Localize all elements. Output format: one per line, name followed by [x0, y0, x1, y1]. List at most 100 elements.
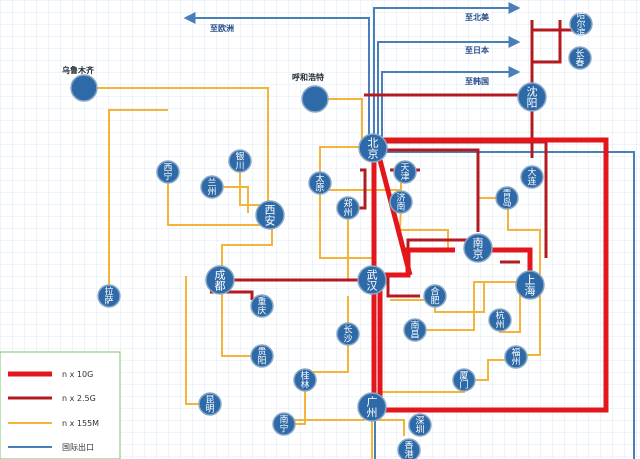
node-shenzhen-char-1: 圳	[415, 425, 424, 436]
node-xining-circle	[156, 160, 180, 184]
node-xining-char-1: 宁	[163, 171, 172, 183]
node-dalian-circle	[520, 165, 544, 189]
node-changchun-circle	[568, 46, 592, 70]
node-lanzhou: 兰州	[200, 175, 224, 199]
node-urumqi-circle	[70, 74, 98, 102]
node-jinan-char-1: 南	[396, 201, 405, 213]
node-hongkong-char-1: 港	[404, 449, 413, 459]
node-tianjin: 天津	[393, 160, 417, 184]
node-hefei-char-0: 合	[430, 286, 439, 298]
node-taiyuan-circle	[308, 171, 332, 195]
node-guangzhou-circle	[357, 392, 387, 422]
node-tianjin-circle	[393, 160, 417, 184]
node-shanghai-circle	[515, 270, 545, 300]
legend-label-10g: n x 10G	[62, 370, 93, 379]
node-lanzhou-char-1: 州	[207, 187, 216, 198]
node-hangzhou-char-1: 州	[495, 320, 504, 331]
node-qingdao: 青岛	[495, 186, 519, 210]
node-zhengzhou: 郑州	[336, 196, 360, 220]
node-zhengzhou-circle	[336, 196, 360, 220]
legend-box	[0, 351, 121, 459]
node-xian: 西安	[255, 200, 285, 230]
node-fuzhou-char-1: 州	[511, 357, 520, 368]
node-guangzhou: 广州	[357, 392, 387, 422]
legend-label-2-5g: n x 2.5G	[62, 394, 96, 403]
exit-label-korea: 至韩国	[465, 76, 489, 86]
node-hefei-circle	[423, 284, 447, 308]
node-kunming-char-1: 明	[205, 404, 214, 415]
node-beijing-circle	[358, 133, 388, 163]
node-qingdao-char-1: 岛	[502, 197, 511, 209]
outer-labels: 乌鲁木齐 呼和浩特	[62, 65, 324, 82]
node-nanjing: 南京	[463, 233, 493, 263]
outer-label-urumqi: 乌鲁木齐	[62, 65, 95, 75]
node-changsha-circle	[336, 322, 360, 346]
node-hohhot	[301, 85, 329, 113]
node-taiyuan-char-1: 原	[315, 183, 324, 194]
node-lanzhou-circle	[200, 175, 224, 199]
node-jinan-char-0: 济	[396, 192, 405, 204]
node-wuhan-char-0: 武	[367, 269, 378, 282]
node-hefei: 合肥	[423, 284, 447, 308]
node-taiyuan: 太原	[308, 171, 332, 195]
node-nanchang-char-0: 南	[410, 320, 419, 332]
node-nanchang-circle	[403, 318, 427, 342]
node-hongkong-char-0: 香	[404, 441, 413, 452]
legend-label-intl: 国际出口	[62, 442, 94, 452]
node-chongqing-char-0: 重	[257, 296, 266, 308]
node-harbin: 哈尔滨	[569, 9, 593, 39]
node-yinchuan-char-1: 川	[235, 162, 244, 172]
node-qingdao-circle	[495, 186, 519, 210]
node-tianjin-char-1: 津	[400, 172, 409, 183]
legend: n x 10G n x 2.5G n x 155M 国际出口	[0, 351, 121, 459]
node-shanghai-char-1: 海	[525, 284, 536, 298]
node-hongkong: 香港	[397, 438, 421, 459]
node-jinan: 济南	[389, 190, 413, 214]
node-wuhan: 武汉	[357, 265, 387, 295]
node-xian-char-1: 安	[265, 214, 276, 228]
node-hangzhou: 杭州	[488, 308, 512, 332]
node-xiamen-circle	[452, 368, 476, 392]
node-wuhan-circle	[357, 265, 387, 295]
node-changsha: 长沙	[336, 322, 360, 346]
node-dalian: 大连	[520, 165, 544, 189]
node-changchun: 长春	[568, 46, 592, 70]
node-harbin-char-0: 哈	[576, 9, 585, 21]
node-yinchuan: 银川	[228, 149, 252, 173]
node-shanghai-char-0: 上	[525, 274, 536, 287]
exit-labels: 至欧洲 至北美 至日本 至韩国	[210, 12, 490, 86]
node-yinchuan-char-0: 银	[235, 151, 244, 163]
node-fuzhou: 福州	[504, 345, 528, 369]
node-nanchang-char-1: 昌	[410, 330, 419, 341]
node-chongqing: 重庆	[250, 294, 274, 318]
node-guiyang-circle	[250, 344, 274, 368]
node-beijing-char-0: 北	[368, 137, 379, 150]
node-shenyang: 沈阳	[517, 82, 547, 112]
node-hohhot-circle	[301, 85, 329, 113]
node-chengdu: 成都	[205, 265, 235, 295]
node-hangzhou-circle	[488, 308, 512, 332]
node-xian-circle	[255, 200, 285, 230]
node-lhasa-char-0: 拉	[104, 286, 113, 298]
node-guilin-circle	[293, 368, 317, 392]
node-lhasa: 拉萨	[97, 284, 121, 308]
node-nanning: 南宁	[272, 412, 296, 436]
node-xiamen-char-0: 厦	[459, 371, 468, 382]
node-dalian-char-0: 大	[527, 167, 536, 179]
city-nodes: 北京沈阳哈尔滨长春大连天津太原济南青岛郑州西安西宁银川兰州南京上海成都武汉合肥杭…	[70, 9, 593, 459]
node-hefei-char-1: 肥	[430, 296, 439, 307]
node-jinan-circle	[389, 190, 413, 214]
node-beijing-char-1: 京	[368, 147, 379, 161]
node-guangzhou-char-0: 广	[367, 396, 378, 409]
node-nanjing-char-0: 南	[473, 237, 484, 250]
node-hangzhou-char-0: 杭	[495, 310, 504, 322]
node-lanzhou-char-0: 兰	[207, 177, 216, 189]
node-guiyang: 贵阳	[250, 344, 274, 368]
node-nanning-circle	[272, 412, 296, 436]
node-hongkong-circle	[397, 438, 421, 459]
node-tianjin-char-0: 天	[400, 164, 409, 174]
node-fuzhou-circle	[504, 345, 528, 369]
node-shenzhen: 深圳	[408, 413, 432, 437]
